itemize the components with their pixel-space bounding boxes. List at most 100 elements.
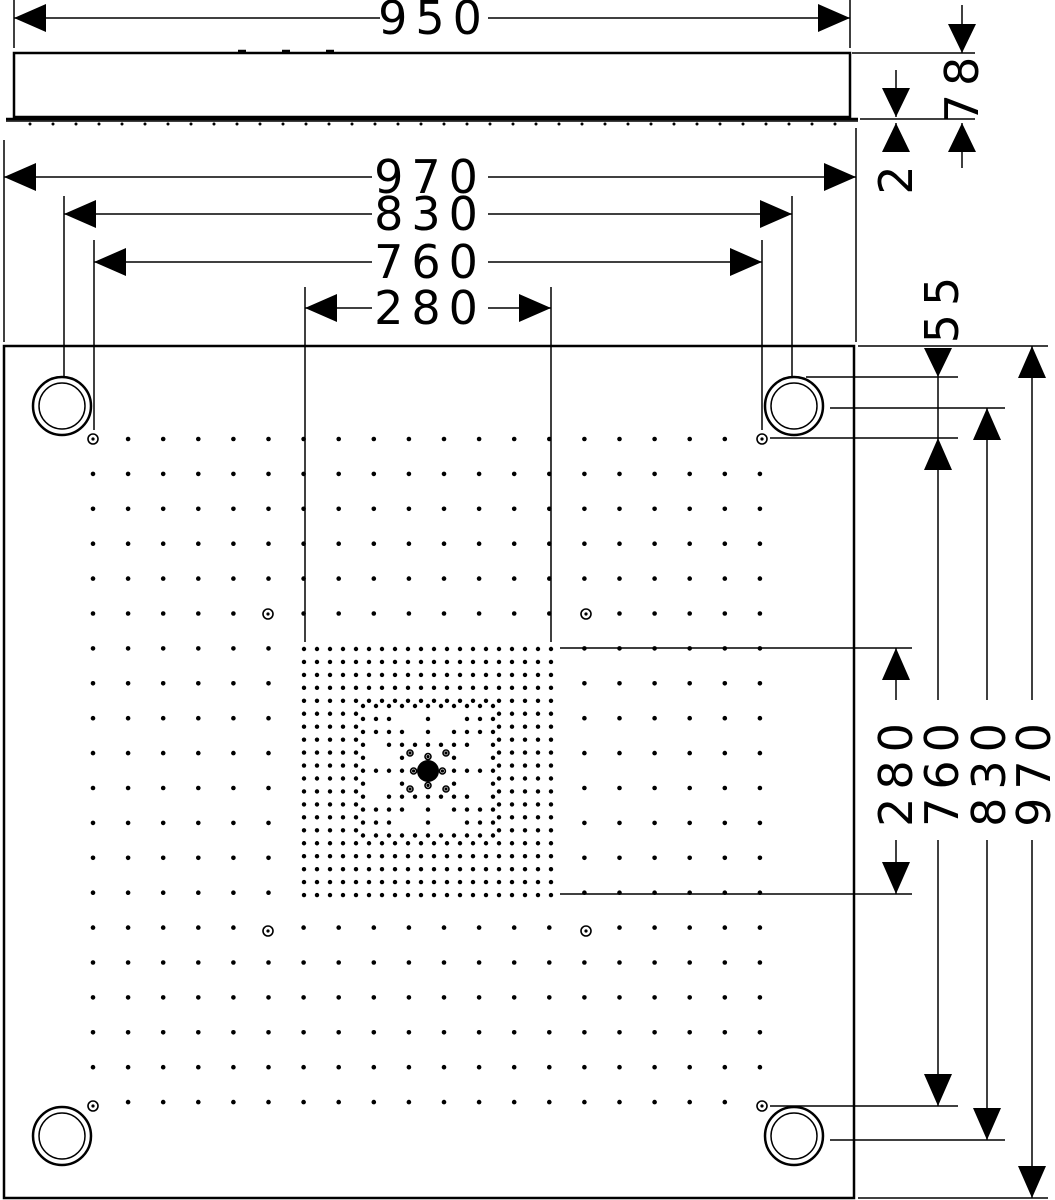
nozzle bbox=[582, 960, 587, 965]
dim-280-v-label: 280 bbox=[869, 715, 923, 827]
nozzle bbox=[476, 436, 482, 442]
nozzle bbox=[535, 879, 541, 885]
nozzle bbox=[327, 698, 333, 703]
nozzle bbox=[548, 802, 554, 807]
nozzle bbox=[90, 925, 96, 930]
nozzle bbox=[301, 541, 306, 546]
nozzle bbox=[522, 672, 528, 678]
side-nozzle bbox=[419, 122, 423, 126]
nozzle bbox=[336, 541, 342, 546]
nozzle bbox=[366, 659, 372, 665]
nozzle bbox=[757, 925, 763, 930]
side-nozzle bbox=[327, 122, 331, 126]
center-nozzle-center bbox=[426, 755, 430, 759]
nozzle bbox=[547, 1064, 552, 1070]
nozzle bbox=[405, 672, 411, 678]
nozzle bbox=[266, 646, 271, 651]
nozzle bbox=[392, 879, 398, 885]
nozzle bbox=[522, 802, 528, 807]
nozzle bbox=[266, 1099, 271, 1105]
nozzle bbox=[301, 436, 306, 442]
side-nozzle bbox=[787, 122, 791, 126]
nozzle bbox=[496, 646, 502, 652]
nozzle bbox=[509, 854, 515, 859]
nozzle bbox=[425, 703, 431, 709]
nozzle bbox=[496, 672, 502, 678]
fixing-point-center bbox=[266, 612, 270, 616]
nozzle bbox=[231, 1030, 236, 1035]
nozzle bbox=[301, 1064, 306, 1070]
nozzle bbox=[399, 781, 405, 786]
nozzle bbox=[371, 1030, 377, 1035]
nozzle bbox=[196, 960, 201, 965]
nozzle bbox=[548, 776, 554, 781]
nozzle bbox=[418, 646, 424, 652]
nozzle bbox=[441, 506, 447, 512]
nozzle bbox=[314, 815, 320, 820]
nozzle bbox=[406, 925, 412, 930]
nozzle bbox=[340, 828, 346, 833]
nozzle bbox=[509, 711, 515, 716]
nozzle bbox=[160, 855, 166, 861]
nozzle bbox=[496, 698, 502, 703]
nozzle bbox=[160, 960, 166, 965]
nozzle bbox=[722, 1064, 728, 1070]
nozzle bbox=[90, 1064, 96, 1070]
nozzle bbox=[353, 841, 359, 846]
nozzle bbox=[231, 681, 236, 686]
nozzle bbox=[476, 1099, 482, 1105]
nozzle bbox=[511, 925, 517, 930]
nozzle bbox=[722, 750, 728, 756]
nozzle bbox=[451, 807, 457, 812]
nozzle bbox=[444, 659, 450, 665]
nozzle bbox=[652, 541, 657, 546]
nozzle bbox=[371, 471, 377, 477]
nozzle bbox=[490, 781, 496, 786]
dim-55: 55 bbox=[915, 269, 969, 438]
side-nozzle bbox=[350, 122, 354, 126]
nozzle bbox=[617, 471, 622, 477]
side-nozzle bbox=[396, 122, 400, 126]
nozzle bbox=[617, 436, 622, 442]
nozzle bbox=[582, 541, 587, 546]
nozzle bbox=[327, 802, 333, 807]
nozzle bbox=[418, 854, 424, 859]
nozzle bbox=[418, 866, 424, 872]
nozzle bbox=[90, 1030, 96, 1035]
dim-78-label: 78 bbox=[935, 49, 989, 124]
nozzle bbox=[722, 436, 728, 442]
nozzle bbox=[379, 698, 385, 703]
nozzle bbox=[418, 841, 424, 846]
nozzle bbox=[366, 854, 372, 859]
nozzle bbox=[125, 890, 131, 895]
nozzle bbox=[266, 506, 271, 512]
nozzle bbox=[617, 681, 622, 686]
nozzle bbox=[548, 711, 554, 716]
nozzle bbox=[582, 436, 587, 442]
nozzle bbox=[687, 541, 692, 546]
nozzle bbox=[535, 737, 541, 742]
nozzle bbox=[231, 1099, 236, 1105]
mounting-ring bbox=[763, 1105, 825, 1167]
nozzle bbox=[522, 724, 528, 729]
nozzle bbox=[509, 789, 515, 794]
nozzle bbox=[125, 506, 131, 512]
nozzle bbox=[301, 879, 307, 885]
nozzle bbox=[509, 698, 515, 703]
nozzle bbox=[464, 729, 470, 735]
nozzle bbox=[412, 703, 418, 709]
nozzle bbox=[327, 750, 333, 755]
nozzle bbox=[231, 960, 236, 965]
nozzle bbox=[125, 541, 131, 546]
nozzle bbox=[477, 703, 483, 709]
nozzle bbox=[687, 855, 692, 861]
nozzle bbox=[336, 506, 342, 512]
nozzle bbox=[366, 672, 372, 678]
nozzle bbox=[438, 833, 444, 838]
nozzle bbox=[617, 785, 622, 791]
nozzle bbox=[353, 724, 359, 729]
nozzle bbox=[438, 703, 444, 709]
nozzle bbox=[340, 685, 346, 691]
nozzle bbox=[231, 995, 236, 1000]
nozzle bbox=[314, 698, 320, 703]
